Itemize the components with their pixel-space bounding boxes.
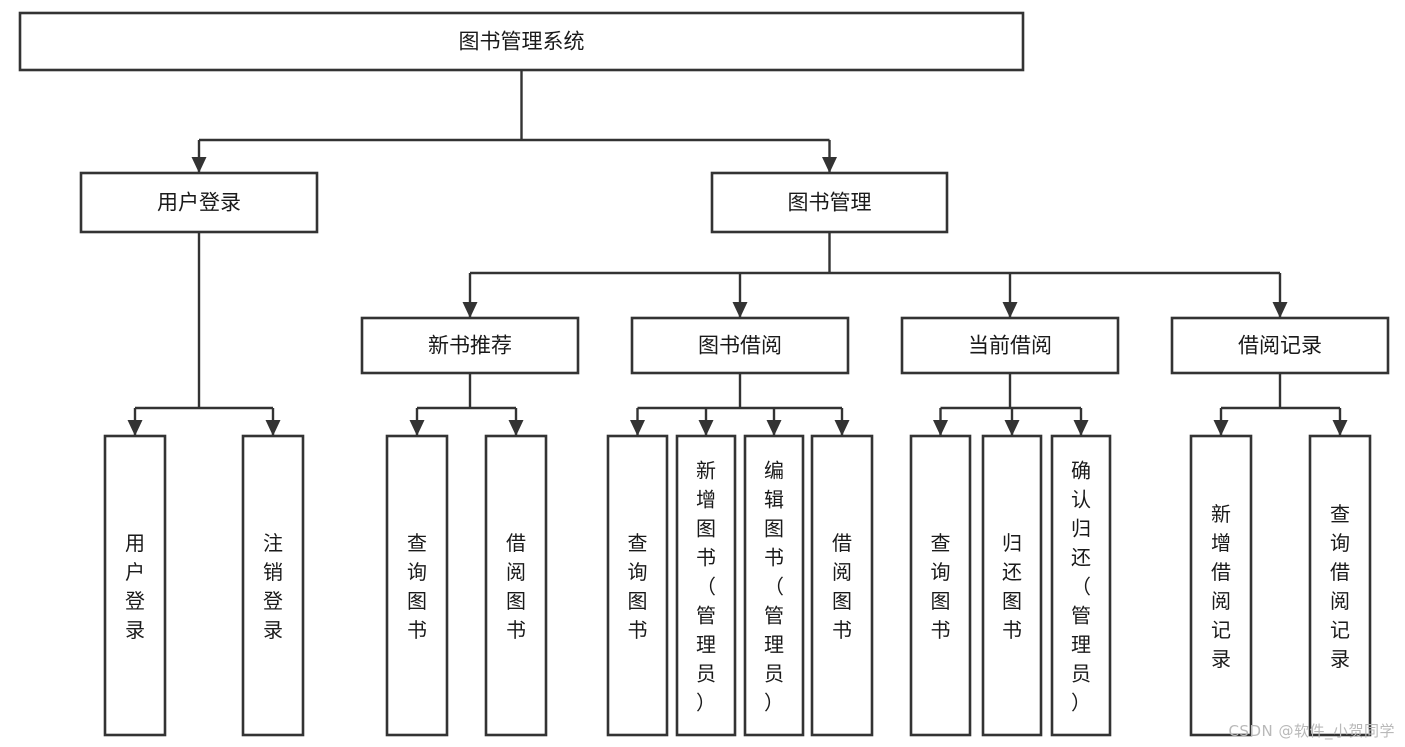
node-box[interactable] xyxy=(630,316,850,375)
watermark-label: CSDN @软件_小贺同学 xyxy=(1228,722,1395,740)
node-leaf-8[interactable]: 查询图书 xyxy=(909,434,972,737)
node-leaf-7[interactable]: 借阅图书 xyxy=(810,434,874,737)
node-box[interactable] xyxy=(743,434,805,737)
node-box[interactable] xyxy=(385,434,449,737)
node-box[interactable] xyxy=(484,434,548,737)
node-box[interactable] xyxy=(79,171,319,234)
node-box[interactable] xyxy=(606,434,669,737)
node-label: 查询图书 xyxy=(407,531,427,642)
node-box[interactable] xyxy=(103,434,167,737)
node-l3-2[interactable]: 当前借阅 xyxy=(900,316,1120,375)
node-box[interactable] xyxy=(1189,434,1253,737)
connector-layer xyxy=(127,70,1348,436)
node-root-0[interactable]: 图书管理系统 xyxy=(18,11,1025,72)
node-label: 查询图书 xyxy=(628,531,648,642)
arrow-head-icon xyxy=(265,420,281,436)
node-leaf-1[interactable]: 注销登录 xyxy=(241,434,305,737)
node-label: 图书管理 xyxy=(788,191,872,215)
node-leaf-6[interactable]: 编辑图书（管理员） xyxy=(743,434,805,737)
node-label: 图书借阅 xyxy=(698,334,782,358)
node-box[interactable] xyxy=(360,316,580,375)
node-leaf-9[interactable]: 归还图书 xyxy=(981,434,1043,737)
node-box[interactable] xyxy=(909,434,972,737)
node-box[interactable] xyxy=(1308,434,1372,737)
node-l3-0[interactable]: 新书推荐 xyxy=(360,316,580,375)
node-box[interactable] xyxy=(710,171,949,234)
arrow-head-icon xyxy=(822,157,837,173)
node-leaf-11[interactable]: 新增借阅记录 xyxy=(1189,434,1253,737)
node-leaf-10[interactable]: 确认归还（管理员） xyxy=(1050,434,1112,737)
node-leaf-4[interactable]: 查询图书 xyxy=(606,434,669,737)
arrow-head-icon xyxy=(191,157,207,173)
node-label: 图书管理系统 xyxy=(459,30,585,54)
node-l2-1[interactable]: 图书管理 xyxy=(710,171,949,234)
node-box[interactable] xyxy=(1050,434,1112,737)
arrow-head-icon xyxy=(1004,420,1020,436)
node-label: 新书推荐 xyxy=(428,334,512,358)
node-label: 借阅图书 xyxy=(832,531,852,642)
arrow-head-icon xyxy=(1213,420,1229,436)
node-label: 新增图书（管理员） xyxy=(696,459,716,715)
node-box[interactable] xyxy=(981,434,1043,737)
node-leaf-0[interactable]: 用户登录 xyxy=(103,434,167,737)
node-box[interactable] xyxy=(900,316,1120,375)
node-l3-1[interactable]: 图书借阅 xyxy=(630,316,850,375)
node-label: 归还图书 xyxy=(1002,531,1022,642)
node-label: 借阅记录 xyxy=(1238,334,1322,358)
arrow-head-icon xyxy=(462,302,478,318)
arrow-head-icon xyxy=(933,420,948,436)
node-leaf-3[interactable]: 借阅图书 xyxy=(484,434,548,737)
node-label: 编辑图书（管理员） xyxy=(764,459,784,715)
node-label: 用户登录 xyxy=(157,191,241,215)
node-label: 用户登录 xyxy=(125,531,145,642)
node-label: 确认归还（管理员） xyxy=(1071,459,1091,715)
arrow-head-icon xyxy=(766,420,782,436)
node-label: 注销登录 xyxy=(263,531,283,642)
node-box[interactable] xyxy=(675,434,737,737)
arrow-head-icon xyxy=(630,420,645,436)
node-label: 查询图书 xyxy=(931,531,951,642)
node-box[interactable] xyxy=(810,434,874,737)
node-label: 新增借阅记录 xyxy=(1211,502,1231,671)
arrow-head-icon xyxy=(698,420,714,436)
node-layer: 图书管理系统用户登录图书管理新书推荐图书借阅当前借阅借阅记录用户登录注销登录查询… xyxy=(18,11,1390,737)
arrow-head-icon xyxy=(409,420,425,436)
node-label: 借阅图书 xyxy=(506,531,526,642)
node-box[interactable] xyxy=(1170,316,1390,375)
arrow-head-icon xyxy=(834,420,850,436)
node-leaf-5[interactable]: 新增图书（管理员） xyxy=(675,434,737,737)
arrow-head-icon xyxy=(1332,420,1348,436)
node-l2-0[interactable]: 用户登录 xyxy=(79,171,319,234)
node-box[interactable] xyxy=(241,434,305,737)
arrow-head-icon xyxy=(1073,420,1089,436)
arrow-head-icon xyxy=(732,302,748,318)
node-label: 当前借阅 xyxy=(968,334,1052,358)
node-leaf-2[interactable]: 查询图书 xyxy=(385,434,449,737)
node-box[interactable] xyxy=(18,11,1025,72)
arrow-head-icon xyxy=(127,420,143,436)
node-leaf-12[interactable]: 查询借阅记录 xyxy=(1308,434,1372,737)
arrow-head-icon xyxy=(1002,302,1018,318)
node-label: 查询借阅记录 xyxy=(1330,502,1350,671)
arrow-head-icon xyxy=(508,420,524,436)
node-l3-3[interactable]: 借阅记录 xyxy=(1170,316,1390,375)
arrow-head-icon xyxy=(1272,302,1288,318)
